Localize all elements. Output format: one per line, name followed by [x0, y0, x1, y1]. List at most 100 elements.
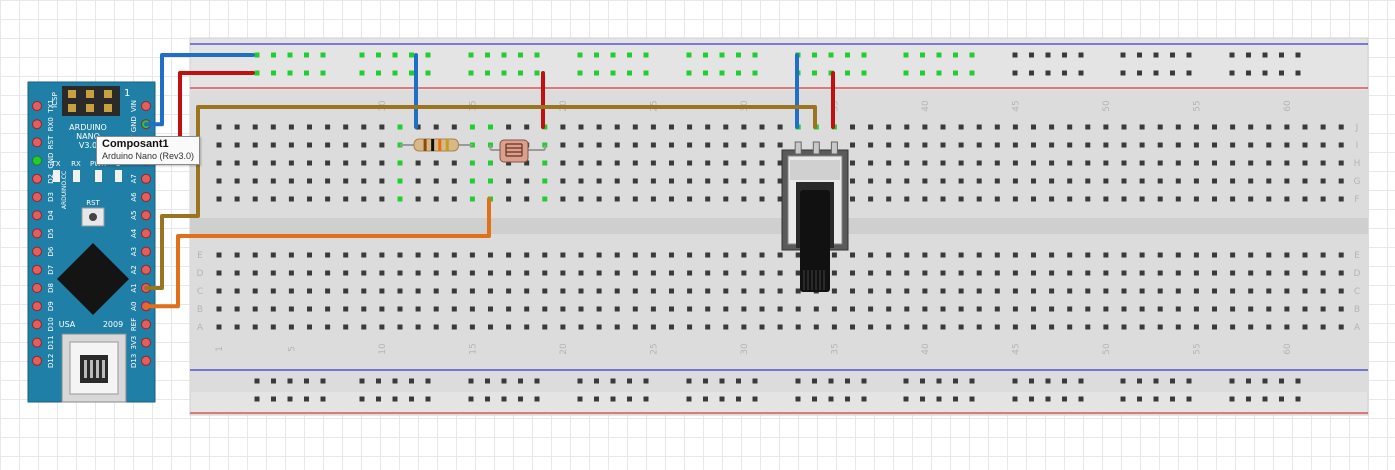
rail-hole [577, 52, 583, 58]
hole [433, 124, 439, 130]
hole [705, 142, 711, 148]
hole [850, 142, 855, 148]
rail-hole [392, 396, 398, 402]
hole [1230, 270, 1236, 276]
hole [976, 160, 982, 166]
hole [687, 324, 693, 330]
hole [886, 196, 892, 202]
usb-contact [90, 360, 93, 378]
hole [252, 270, 258, 276]
hole [1157, 196, 1163, 202]
pin [32, 192, 42, 202]
hole [415, 252, 421, 258]
rail-hole [425, 70, 431, 76]
hole [397, 270, 403, 276]
rail-hole [703, 396, 708, 402]
rail-hole [1262, 70, 1268, 76]
hole [469, 324, 475, 330]
hole [669, 324, 674, 330]
pin [32, 264, 42, 275]
hole [216, 124, 222, 130]
wire-a1-pot [144, 105, 817, 290]
rail-hole [320, 396, 326, 402]
hole [1266, 324, 1272, 330]
hole [578, 178, 584, 184]
hole [850, 178, 855, 184]
usb-contact [84, 360, 87, 378]
pin-label: A4 [130, 228, 138, 238]
hole [343, 196, 349, 202]
wire-a0-ldr [144, 197, 491, 309]
rail-hole [828, 396, 834, 402]
hole [288, 324, 294, 330]
hole [922, 288, 928, 294]
hole [868, 270, 874, 276]
rail-hole [1279, 70, 1284, 76]
hole [1284, 288, 1290, 294]
rail-hole [392, 378, 398, 384]
hole [650, 288, 656, 294]
hole [307, 324, 312, 330]
hole [1193, 306, 1199, 312]
rail-hole [703, 52, 708, 58]
hole [1139, 196, 1145, 202]
hole [850, 288, 855, 294]
hole [1320, 160, 1326, 166]
rail-hole [1153, 52, 1159, 58]
hole [379, 324, 385, 330]
arduino-nano[interactable]: TX1RX0RSTGNDD2D3D4D5D6D7D8D9D10D11D12VIN… [27, 81, 156, 403]
hole [632, 306, 638, 312]
hole [488, 306, 493, 312]
hole [940, 178, 946, 184]
hole [1193, 142, 1199, 148]
icsp-pin [68, 90, 76, 98]
hole [524, 270, 530, 276]
hole [922, 252, 928, 258]
rail-hole [812, 396, 817, 402]
hole [1139, 178, 1145, 184]
rail-hole [359, 378, 365, 384]
hole [1266, 142, 1272, 148]
rail-hole [795, 378, 801, 384]
pin [141, 173, 151, 184]
hole [451, 270, 457, 276]
hole [795, 252, 801, 258]
hole [433, 288, 439, 294]
hole [976, 124, 982, 130]
hole [632, 324, 638, 330]
rail-hole [287, 70, 293, 76]
hole [940, 252, 946, 258]
hole [252, 124, 258, 130]
hole [578, 270, 584, 276]
pin-label: A1 [130, 283, 138, 292]
hole [777, 306, 783, 312]
rail-hole [627, 378, 632, 384]
hole [397, 178, 403, 184]
hole [451, 160, 457, 166]
icsp-pin [68, 104, 76, 112]
hole [488, 288, 493, 294]
column-number: 60 [1283, 343, 1293, 355]
hole [270, 124, 276, 130]
rail-hole [409, 70, 414, 76]
hole [650, 178, 656, 184]
hole [1031, 142, 1036, 148]
column-number: 1 [215, 346, 225, 352]
rail-hole [271, 52, 276, 58]
hole [922, 142, 928, 148]
hole [379, 306, 385, 312]
rail-hole [485, 396, 490, 402]
hole [994, 306, 1000, 312]
rail-hole [1078, 378, 1084, 384]
hole [1157, 306, 1163, 312]
rail-hole [392, 70, 398, 76]
hole [868, 124, 874, 130]
hole [850, 124, 855, 130]
hole [1248, 196, 1254, 202]
hole [288, 124, 294, 130]
rail-hole [1246, 70, 1251, 76]
hole [252, 252, 258, 258]
hole [922, 160, 928, 166]
row-label: J [1355, 123, 1359, 133]
